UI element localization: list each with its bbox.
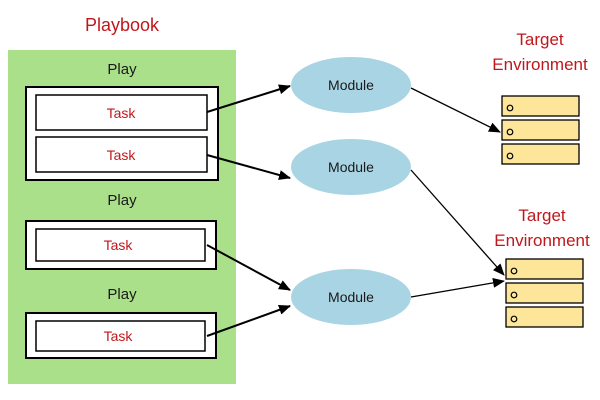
- module-label: Module: [328, 289, 374, 305]
- play-box: Task: [25, 312, 217, 359]
- module-node: Module: [291, 139, 411, 195]
- server-stack: [501, 95, 580, 165]
- play-label: Play: [107, 286, 137, 303]
- task-box: [35, 228, 206, 262]
- server-unit: [505, 282, 584, 304]
- task-to-module-arrow: [206, 244, 291, 291]
- server-unit: [505, 306, 584, 328]
- play-box: Task: [25, 220, 217, 270]
- target-label: Environment: [494, 231, 590, 250]
- task-box: [35, 320, 206, 352]
- target-label: Target: [518, 206, 566, 225]
- target-label: Environment: [492, 55, 588, 74]
- server-led-icon: [510, 267, 518, 275]
- target-label: Target: [516, 30, 564, 49]
- task-label: Task: [104, 237, 134, 253]
- task-to-module-arrow: [206, 154, 291, 180]
- module-label: Module: [328, 159, 374, 175]
- server-led-icon: [506, 152, 514, 160]
- server-unit: [505, 258, 584, 280]
- module-node: Module: [291, 57, 411, 113]
- module-node: Module: [291, 269, 411, 325]
- server-led-icon: [506, 128, 514, 136]
- play-box: Task Task: [25, 86, 219, 181]
- task-to-module-arrow: [206, 84, 291, 113]
- task-box: [35, 94, 208, 131]
- task-label: Task: [104, 328, 134, 344]
- server-led-icon: [506, 104, 514, 112]
- module-to-target-arrow: [410, 169, 505, 276]
- server-unit: [501, 95, 580, 117]
- task-box: [35, 136, 208, 173]
- server-unit: [501, 143, 580, 165]
- module-label: Module: [328, 77, 374, 93]
- server-led-icon: [510, 315, 518, 323]
- server-stack: [505, 258, 584, 328]
- task-label: Task: [107, 105, 137, 121]
- server-led-icon: [510, 291, 518, 299]
- play-label: Play: [107, 61, 137, 78]
- task-to-module-arrow: [206, 305, 291, 337]
- server-unit: [501, 119, 580, 141]
- playbook-title: Playbook: [85, 15, 160, 35]
- play-label: Play: [107, 192, 137, 209]
- task-label: Task: [107, 147, 137, 163]
- module-to-target-arrow: [410, 87, 501, 133]
- module-to-target-arrow: [410, 277, 505, 298]
